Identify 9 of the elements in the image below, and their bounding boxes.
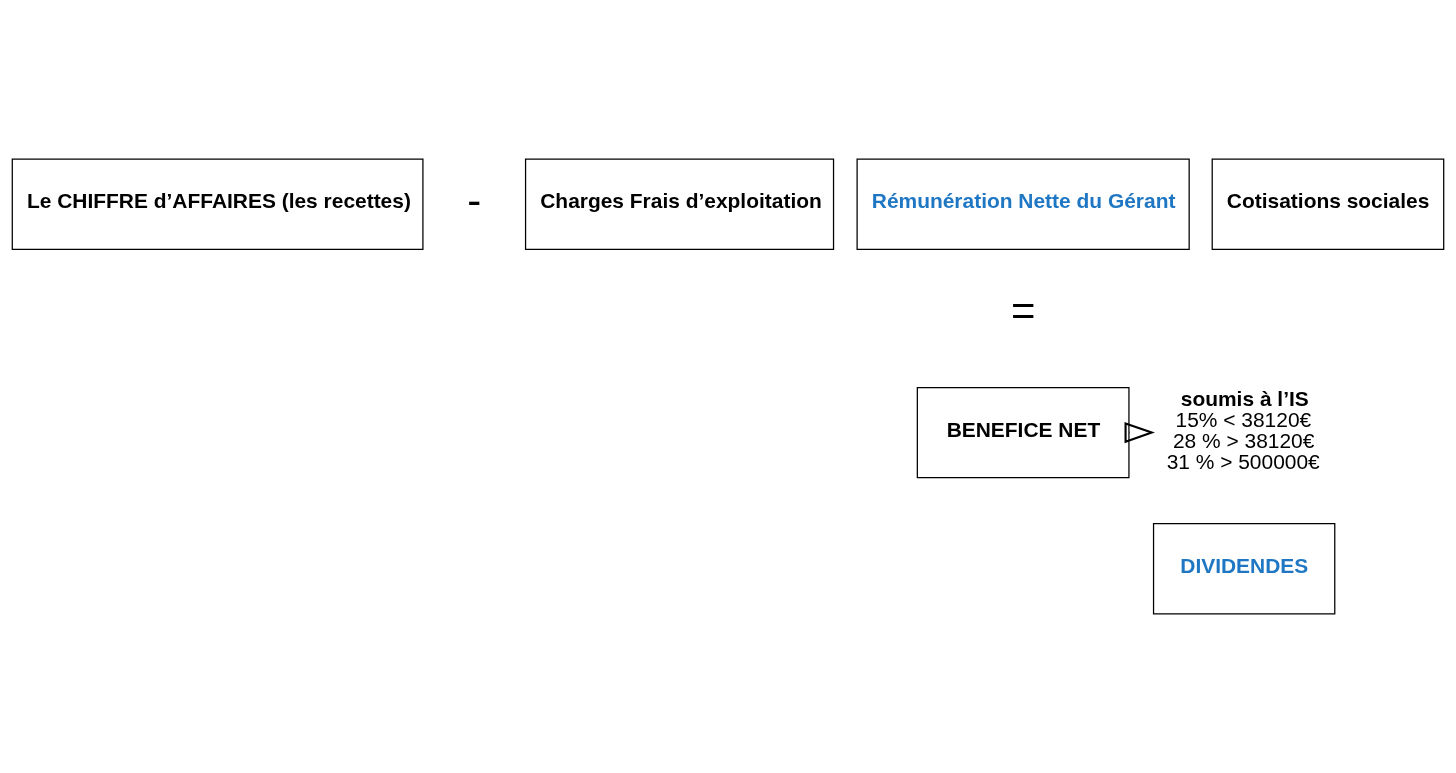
node-box: Le CHIFFRE d’AFFAIRES (les recettes) <box>11 158 424 250</box>
label: - <box>467 176 482 224</box>
label: = <box>1010 286 1036 334</box>
node-text: soumis à l’IS 15% < 38120€ 28 % > 38120€ 31 % > 500000€ <box>1166 387 1320 474</box>
node-box: DIVIDENDES <box>1152 523 1336 615</box>
arrow <box>1124 421 1155 444</box>
node-box: Cotisations sociales <box>1211 158 1445 250</box>
node-box: Rémunération Nette du Gérant <box>856 158 1190 250</box>
node-box: Charges Frais d’exploitation <box>524 158 835 250</box>
